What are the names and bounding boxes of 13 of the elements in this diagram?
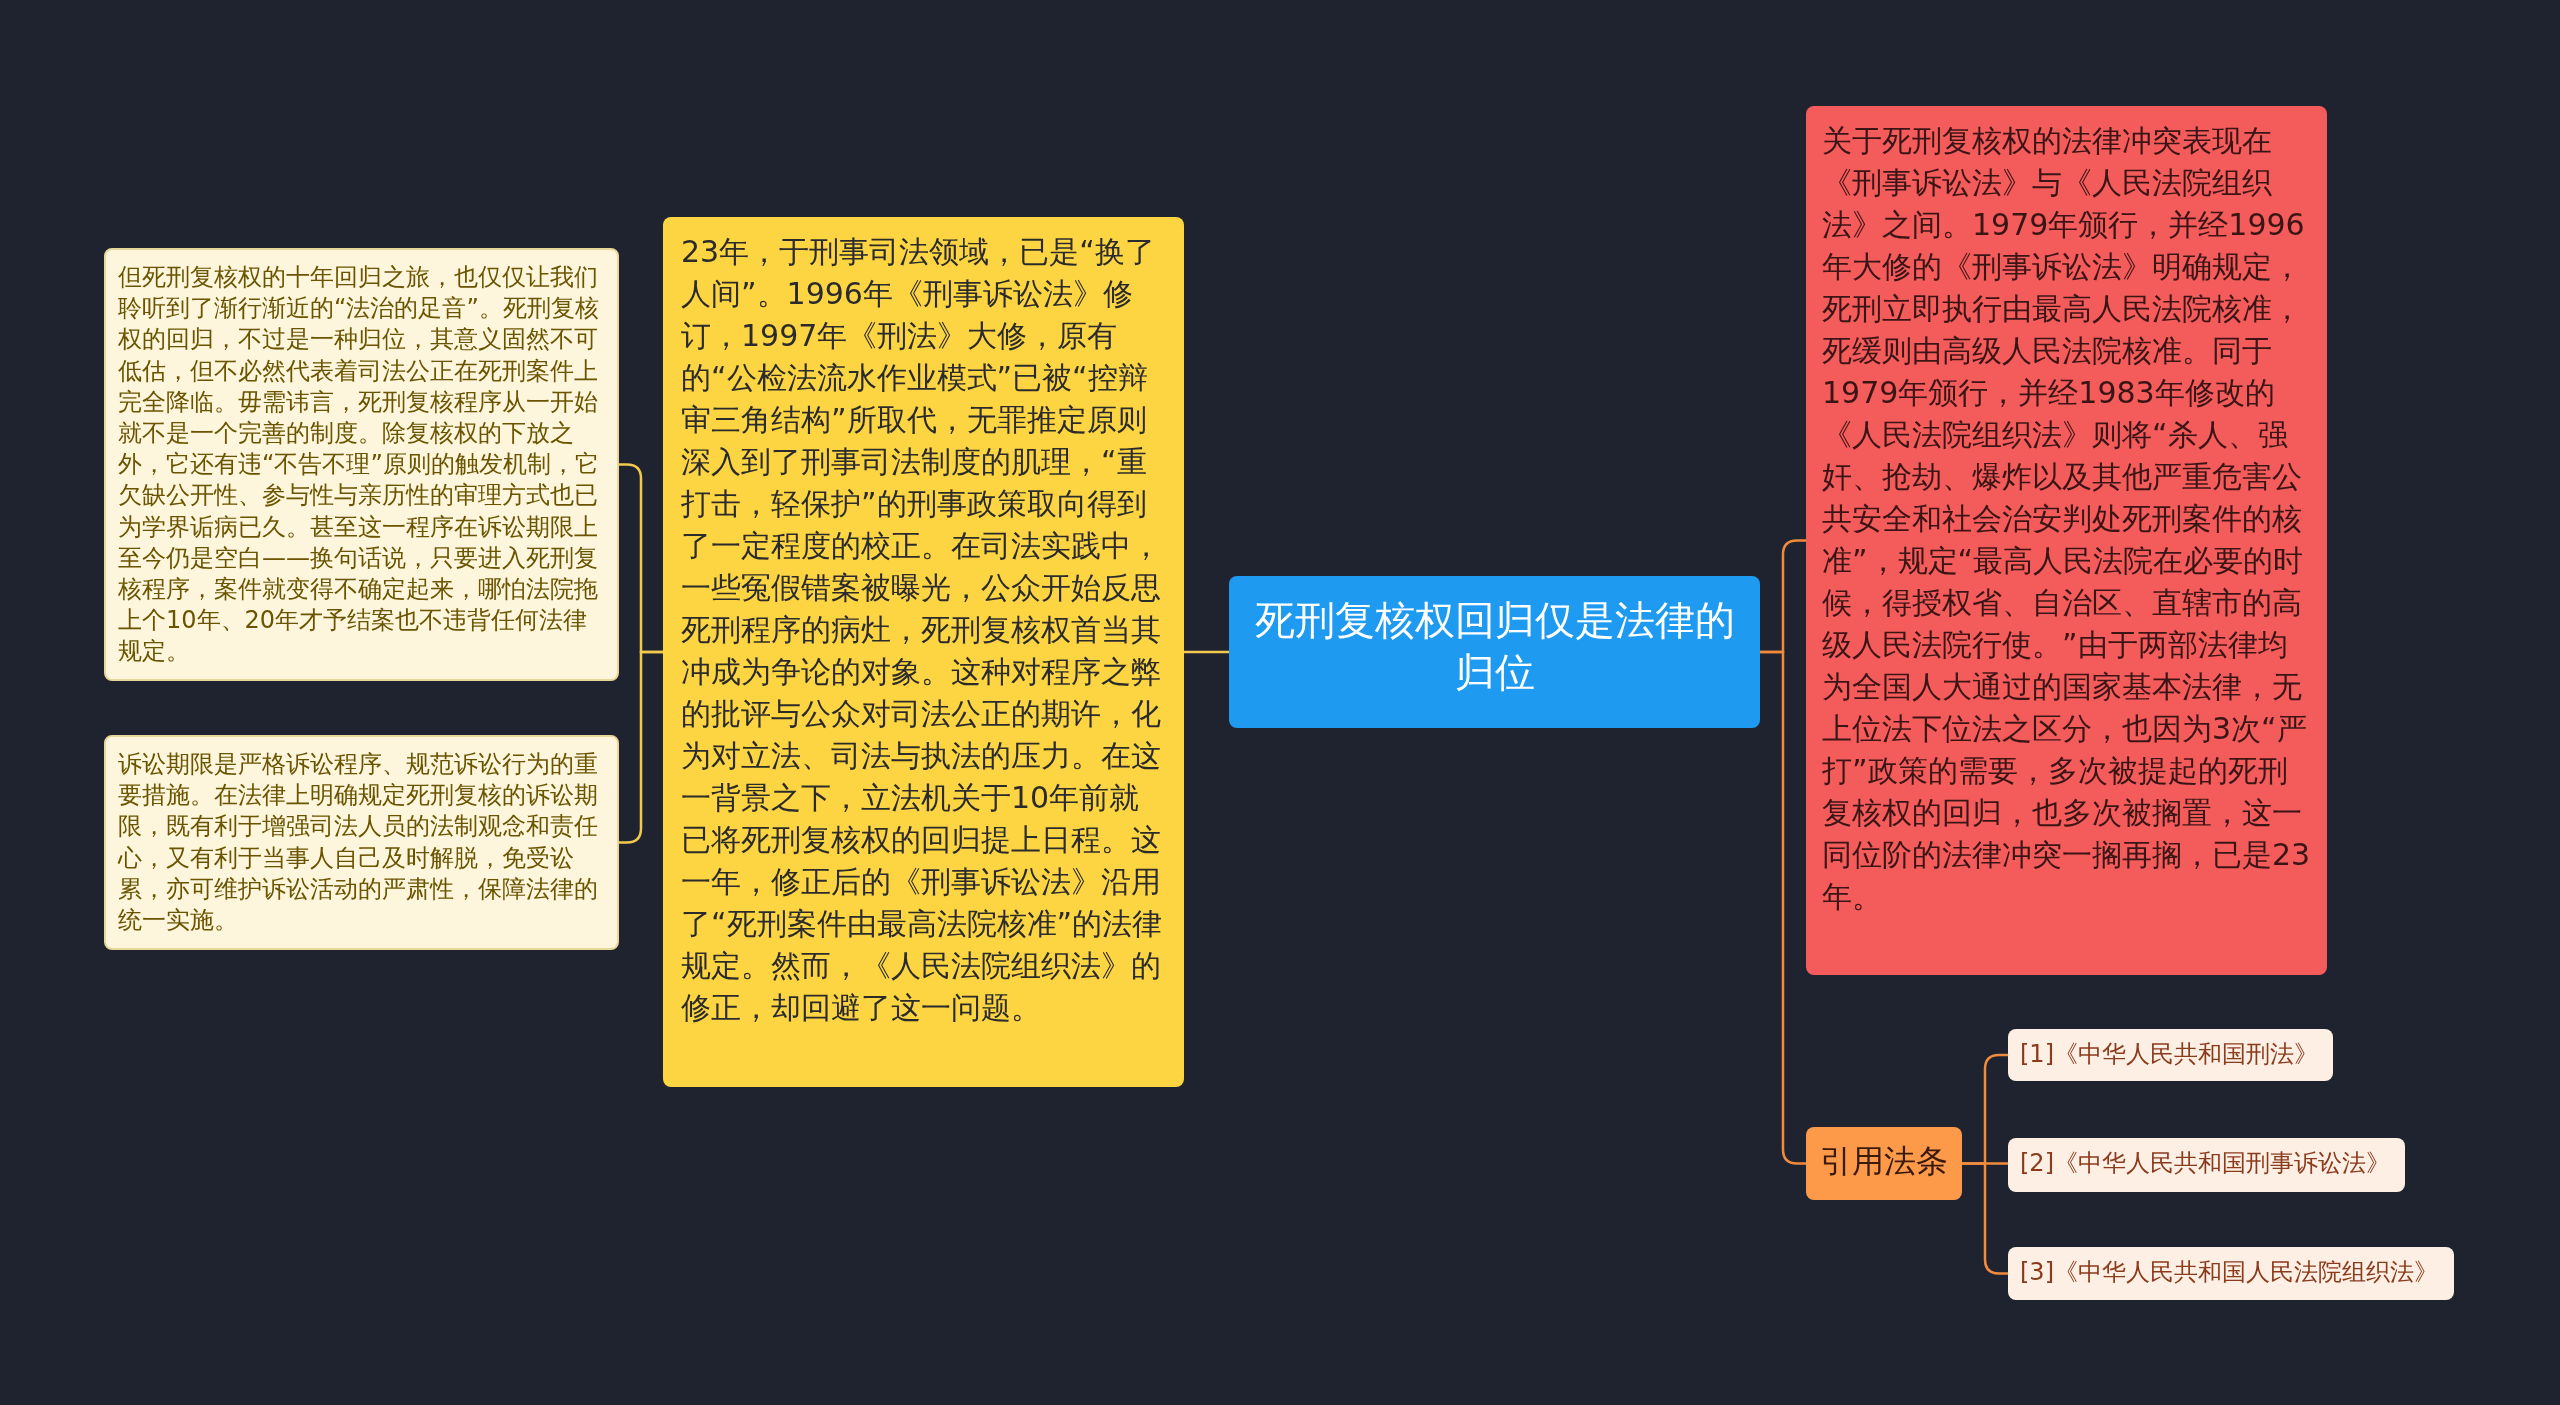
reference-box: [2]《中华人民共和国刑事诉讼法》 [2008,1138,2405,1192]
text-card: 但死刑复核权的十年回归之旅，也仅仅让我们聆听到了渐行渐近的“法治的足音”。死刑复核权的回归，不过是一种归位，其意义固然不可低估，但不必然代表着司法公正在死刑案件上完全降临。毋需讳言，死刑复核程序从一开始就不是一个完善的制度。除复核权的下放之外，它还有违“不告不理”原则的触发机制，它欠缺公开性、参与性与亲历性的审理方式也已为学界诟病已久。甚至这一程序在诉讼期限上至今仍是空白——换句话说，只要进入死刑复核程序，案件就变得不确定起来，哪怕法院拖上个10年、20年才予结案也不违背任何法律规定。 [104,248,619,682]
connector-line [1962,1162,2008,1275]
text-card: 23年，于刑事司法领域，已是“换了人间”。1996年《刑事诉讼法》修订，1997年《刑法》大修，原有的“公检法流水作业模式”已被“控辩审三角结构”所取代，无罪推定原则深入到了刑事司法制度的肌理，“重打击，轻保护”的刑事政策取向得到了一定程度的校正。在司法实践中，一些冤假错案被曝光，公众开始反思死刑程序的病灶，死刑复核权首当其冲成为争论的对象。这种对程序之弊的批评与公众对司法公正的期许，化为对立法、司法与执法的压力。在这一背景之下，立法机关于10年前就已将死刑复核权的回归提上日程。这一年，修正后的《刑事诉讼法》沿用了“死刑案件由最高法院核准”的法律规定。然而，《人民法院组织法》的修正，却回避了这一问题。 [663,217,1184,1087]
reference-box: [1]《中华人民共和国刑法》 [2008,1029,2333,1081]
reference-box: [3]《中华人民共和国人民法院组织法》 [2008,1247,2454,1300]
topic-box: 引用法条 [1806,1127,1962,1200]
topic-box: 死刑复核权回归仅是法律的归位 [1229,576,1760,728]
text-card: 诉讼期限是严格诉讼程序、规范诉讼行为的重要措施。在法律上明确规定死刑复核的诉讼期限，既有利于增强司法人员的法制观念和责任心，又有利于当事人自己及时解脱，免受讼累，亦可维护诉讼活动的严肃性，保障法律的统一实施。 [104,735,619,951]
text-card: 关于死刑复核权的法律冲突表现在《刑事诉讼法》与《人民法院组织法》之间。1979年颁行，并经1996年大修的《刑事诉讼法》明确规定，死刑立即执行由最高人民法院核准，死缓则由高级人民法院核准。同于1979年颁行，并经1983年修改的《人民法院组织法》则将“杀人、强奸、抢劫、爆炸以及其他严重危害公共安全和社会治安判处死刑案件的核准”，规定“最高人民法院在必要的时候，得授权省、自治区、直辖市的高级人民法院行使。”由于两部法律均为全国人大通过的国家基本法律，无上位法下位法之区分，也因为3次“严打”政策的需要，多次被提起的死刑复核权的回归，也多次被搁置，这一同位阶的法律冲突一搁再搁，已是23年。 [1806,106,2327,975]
connector-line [1184,650,1229,654]
connector-line [1760,650,1806,1165]
connector-line [619,650,663,844]
